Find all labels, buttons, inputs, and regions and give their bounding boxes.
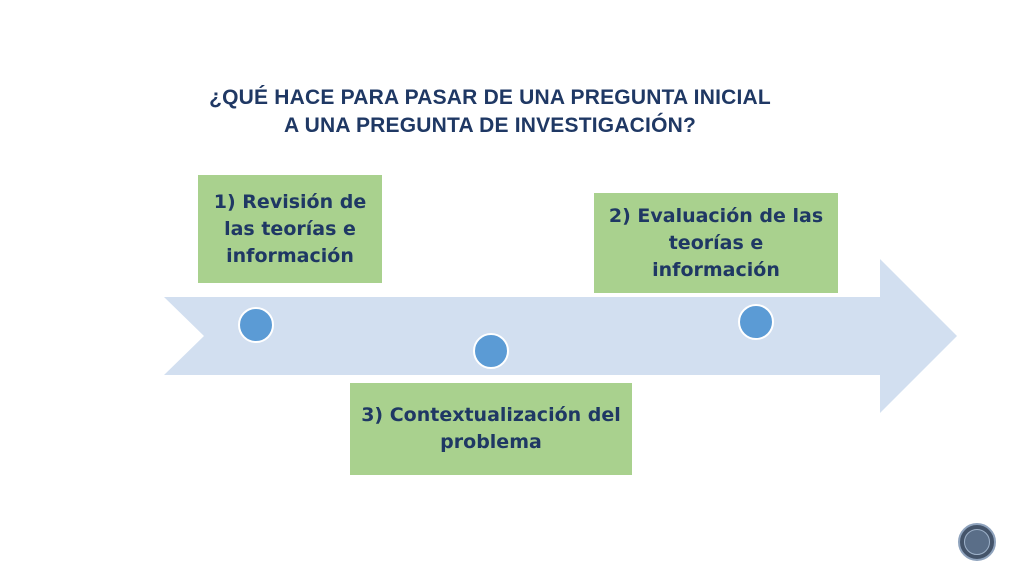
timeline-marker-3	[473, 333, 509, 369]
step-box-3: 3) Contextualización del problema	[350, 383, 632, 475]
step-label-2: 2) Evaluación de las teorías e informaci…	[608, 204, 824, 281]
step-label-1: 1) Revisión de las teorías e información	[213, 190, 367, 267]
step-label-3: 3) Contextualización del problema	[361, 404, 621, 453]
title-line-2: A UNA PREGUNTA DE INVESTIGACIÓN?	[283, 114, 697, 137]
slide-nav-button[interactable]	[958, 523, 996, 561]
slide-title: ¿QUÉ HACE PARA PASAR DE UNA PREGUNTA INI…	[120, 84, 860, 140]
nav-circle-icon	[964, 529, 990, 555]
timeline-marker-1	[238, 307, 274, 343]
step-box-1: 1) Revisión de las teorías e información	[198, 175, 382, 283]
title-line-1: ¿QUÉ HACE PARA PASAR DE UNA PREGUNTA INI…	[209, 86, 771, 109]
arrow-shape	[164, 259, 957, 413]
step-box-2: 2) Evaluación de las teorías e informaci…	[594, 193, 838, 293]
timeline-marker-2	[738, 304, 774, 340]
